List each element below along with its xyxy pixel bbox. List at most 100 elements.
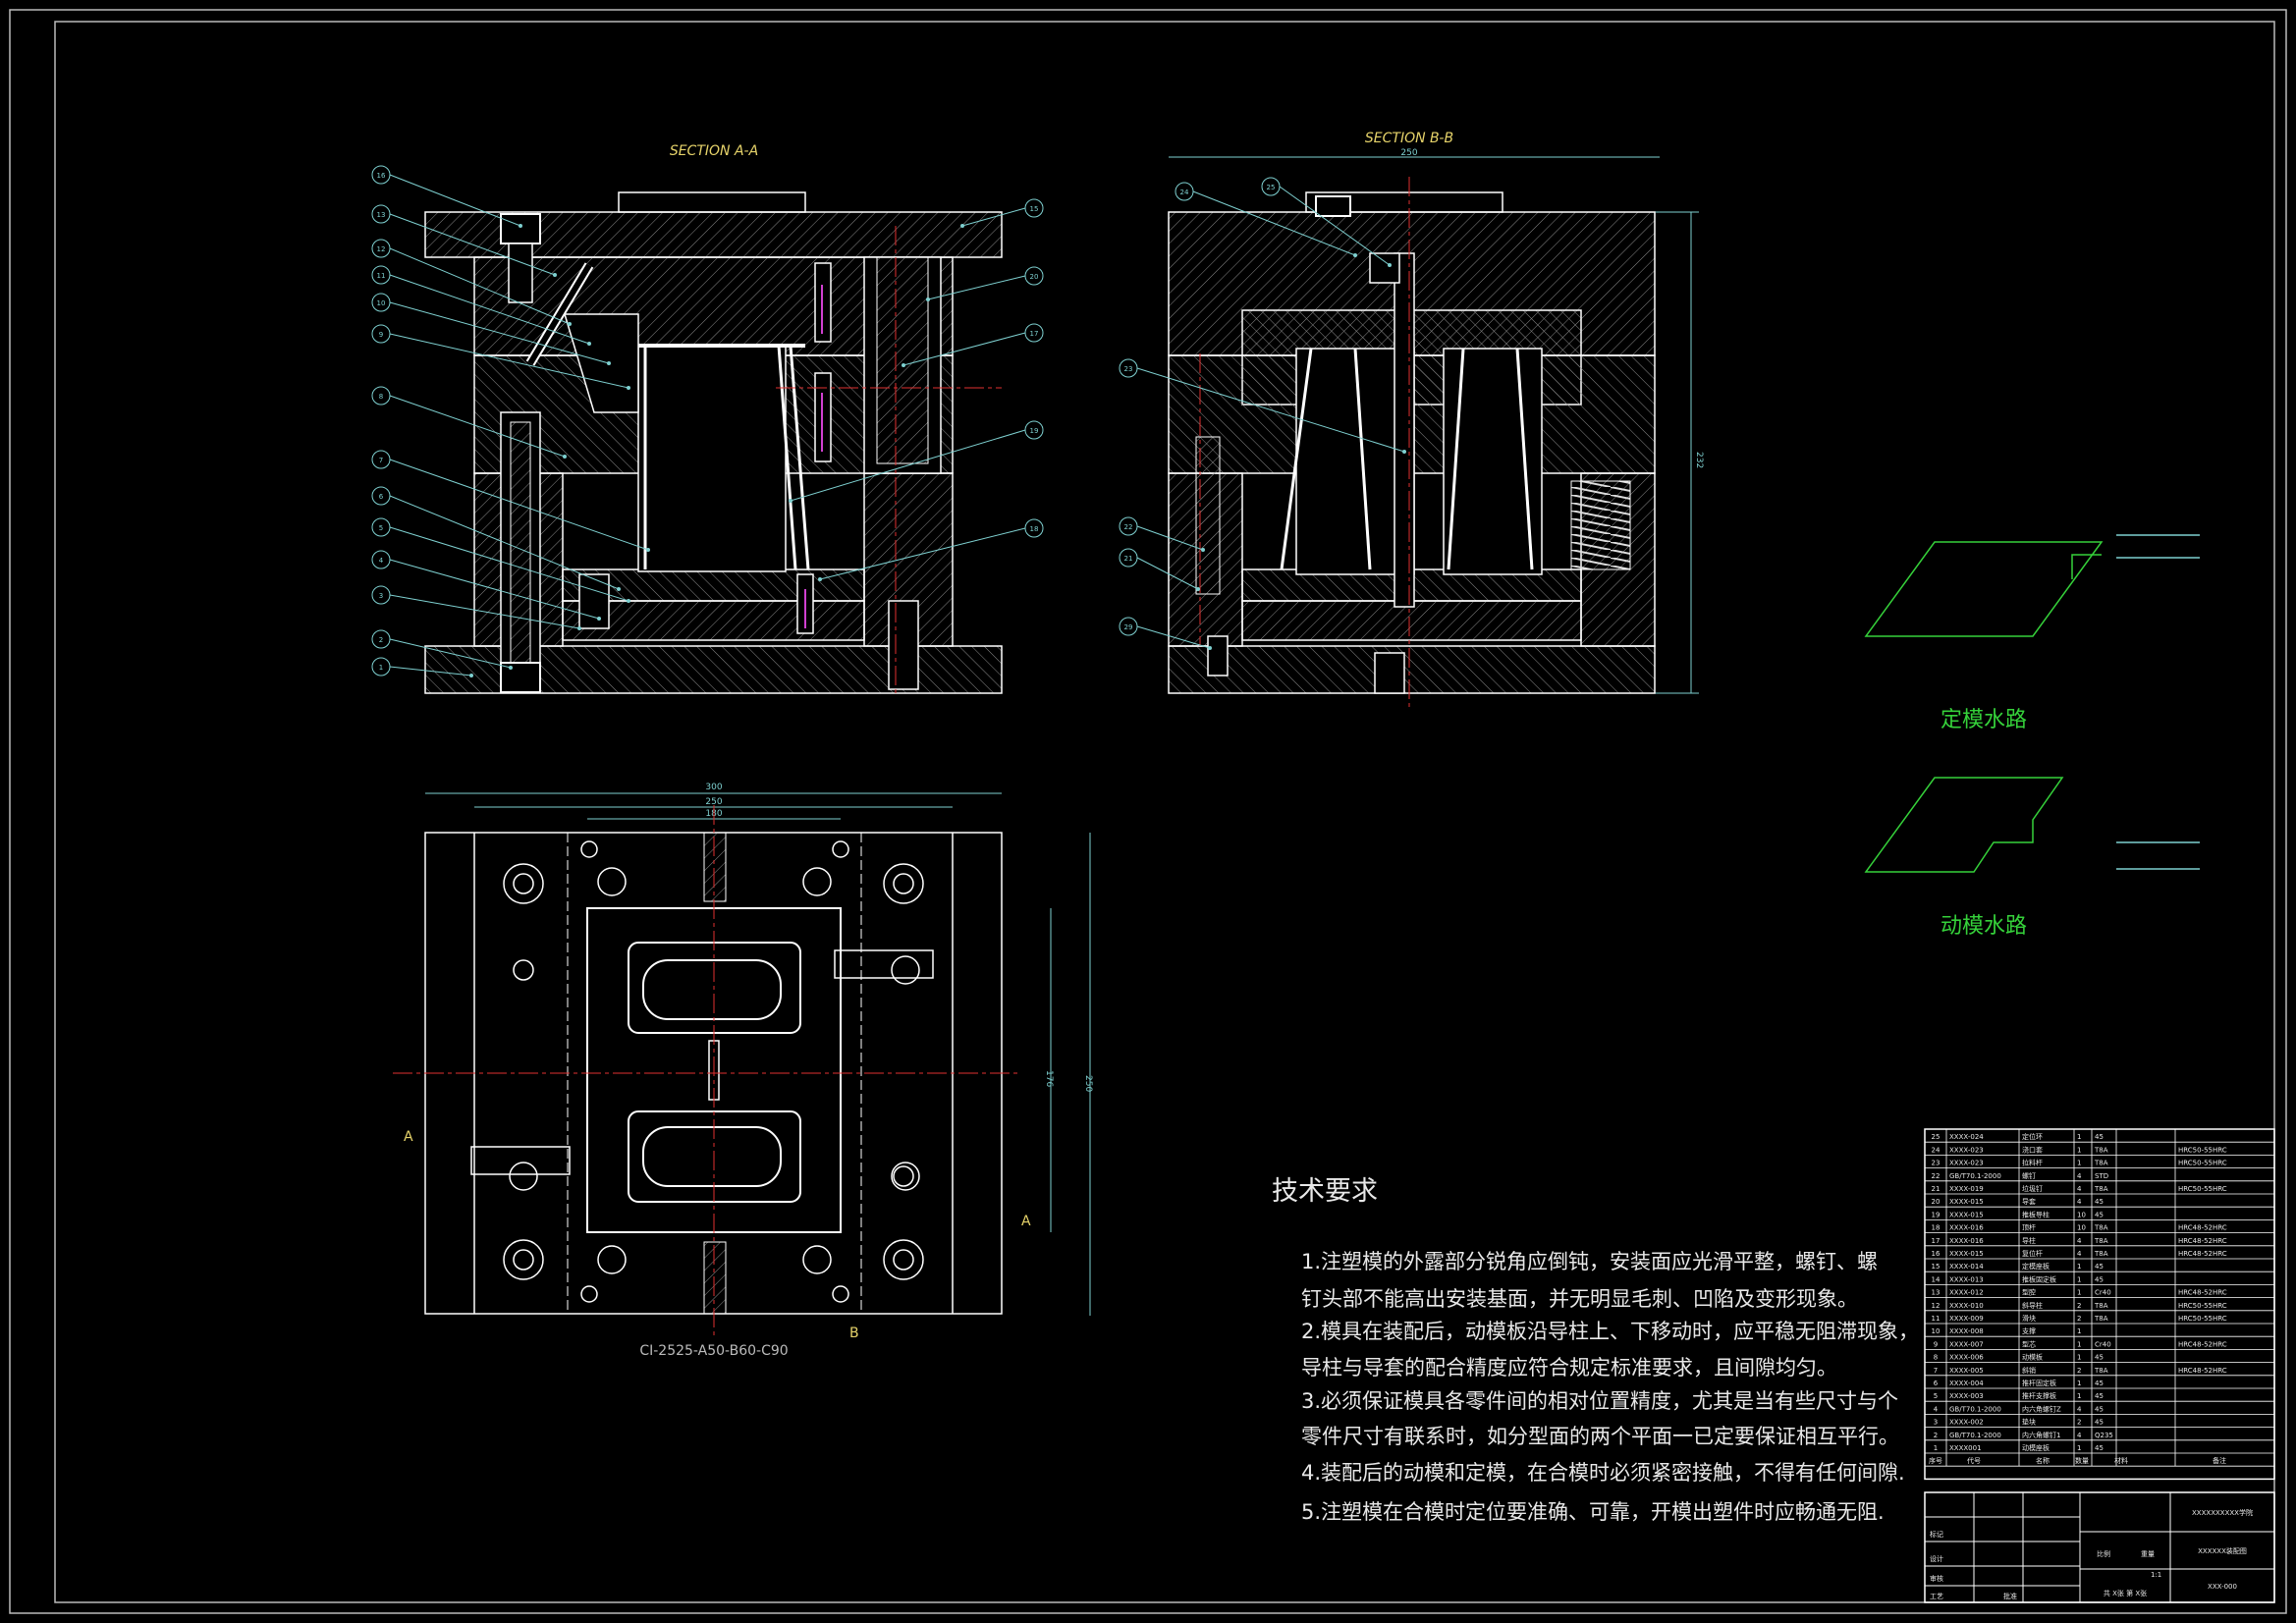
bom-cell: 导柱: [2022, 1236, 2036, 1245]
callout-balloon: 18: [818, 518, 1044, 581]
bom-cell: 45: [2095, 1198, 2104, 1206]
marker-b: B: [849, 1325, 859, 1341]
bom-cell: 1: [2077, 1160, 2081, 1167]
bom-cell: XXXX-013: [1949, 1275, 1984, 1283]
bom-cell: HRC50-55HRC: [2178, 1160, 2227, 1167]
tb-scale: 比例: [2097, 1549, 2110, 1558]
bom-cell: 16: [1932, 1250, 1941, 1258]
bom-cell: 10: [2077, 1224, 2086, 1232]
callout-number: 16: [377, 172, 386, 180]
bom-cell: XXXX-016: [1949, 1224, 1984, 1232]
bom-cell: HRC48-52HRC: [2178, 1289, 2227, 1297]
bom-cell: 14: [1932, 1275, 1941, 1283]
bom-cell: 2: [2077, 1367, 2081, 1375]
bom-cell: 型芯: [2022, 1339, 2036, 1348]
bom-cell: 10: [2077, 1211, 2086, 1218]
bom-cell: 1: [1934, 1444, 1938, 1452]
bom-cell: 7: [1934, 1367, 1938, 1375]
bom-cell: Cr40: [2095, 1340, 2111, 1348]
bom-cell: 11: [1932, 1315, 1941, 1323]
bom-cell: XXXX-005: [1949, 1367, 1984, 1375]
bom-cell: 45: [2095, 1263, 2104, 1271]
bom-cell: HRC48-52HRC: [2178, 1250, 2227, 1258]
bom-cell: T8A: [2094, 1302, 2108, 1310]
dim-b-width: 250: [1400, 148, 1417, 158]
bom-cell: 45: [2095, 1405, 2104, 1413]
bom-cell: 5: [1934, 1392, 1938, 1400]
callout-balloon: 29: [1119, 617, 1212, 650]
bom-cell: HRC50-55HRC: [2178, 1146, 2227, 1154]
callout-number: 3: [379, 592, 383, 600]
bom-cell: 1: [2077, 1340, 2081, 1348]
callout-number: 17: [1030, 330, 1039, 338]
bom-cell: 25: [1932, 1133, 1941, 1141]
bom-cell: 1: [2077, 1354, 2081, 1362]
tb-company: XXXXXXXXXX学院: [2192, 1508, 2253, 1517]
dim-plan-height2: 176: [1044, 1070, 1054, 1087]
callout-number: 20: [1030, 273, 1039, 281]
bom-cell: T8A: [2094, 1185, 2108, 1193]
bom-cell: 18: [1932, 1224, 1941, 1232]
tb-approve: 批准: [2003, 1592, 2017, 1600]
fixed-mold-water-label: 定模水路: [1941, 708, 2027, 732]
bom-cell: HRC48-52HRC: [2178, 1237, 2227, 1245]
bom-cell: 2: [2077, 1302, 2081, 1310]
bom-cell: STD: [2095, 1172, 2108, 1180]
callout-number: 7: [379, 457, 383, 464]
section-a-view: SECTION A-A: [371, 143, 1044, 697]
bom-cell: HRC50-55HRC: [2178, 1185, 2227, 1193]
bom-cell: 22: [1932, 1172, 1941, 1180]
callout-balloon: 13: [371, 204, 557, 277]
bom-cell: XXXX-015: [1949, 1250, 1984, 1258]
callout-number: 25: [1267, 184, 1276, 191]
section-a-title: SECTION A-A: [670, 143, 758, 159]
callout-balloon: 11: [371, 265, 591, 346]
callout-number: 5: [379, 524, 383, 532]
callout-balloon: 21: [1119, 548, 1200, 591]
tb-design: 设计: [1930, 1554, 1943, 1563]
bom-cell: HRC50-55HRC: [2178, 1302, 2227, 1310]
bom-cell: XXXX-002: [1949, 1419, 1984, 1427]
bom-cell: 4: [2077, 1198, 2082, 1206]
callout-number: 12: [377, 245, 386, 253]
bom-cell: 4: [2077, 1250, 2082, 1258]
bom-cell: HRC48-52HRC: [2178, 1340, 2227, 1348]
bom-cell: 45: [2095, 1211, 2104, 1218]
bom-cell: XXXX-014: [1949, 1263, 1984, 1271]
dim-plan-width: 300: [705, 783, 722, 792]
bom-cell: 斜销: [2022, 1366, 2036, 1375]
bom-cell: 垫块: [2022, 1418, 2036, 1427]
bom-cell: XXXX001: [1949, 1444, 1982, 1452]
bom-cell: 1: [2077, 1263, 2081, 1271]
bom-cell: 1: [2077, 1146, 2081, 1154]
bom-cell: XXXX-006: [1949, 1354, 1984, 1362]
callout-balloon: 20: [926, 266, 1044, 301]
callout-number: 22: [1124, 523, 1133, 531]
inner-border: [54, 21, 2275, 1603]
bom-cell: XXXX-023: [1949, 1146, 1984, 1154]
bom-cell: 导套: [2022, 1197, 2036, 1206]
bom-cell: XXXX-008: [1949, 1327, 1984, 1335]
bom-cell: XXXX-024: [1949, 1133, 1984, 1141]
bom-cell: XXXX-015: [1949, 1211, 1984, 1218]
bom-cell: 1: [2077, 1392, 2081, 1400]
plan-view: 300 250 180 250 176: [393, 783, 1093, 1359]
bom-cell: XXXX-019: [1949, 1185, 1984, 1193]
bom-header-cell: 材料: [2114, 1456, 2128, 1465]
bom-cell: XXXX-023: [1949, 1160, 1984, 1167]
callout-balloon: 4: [371, 550, 601, 621]
dim-plan-inner-width: 250: [705, 797, 722, 807]
